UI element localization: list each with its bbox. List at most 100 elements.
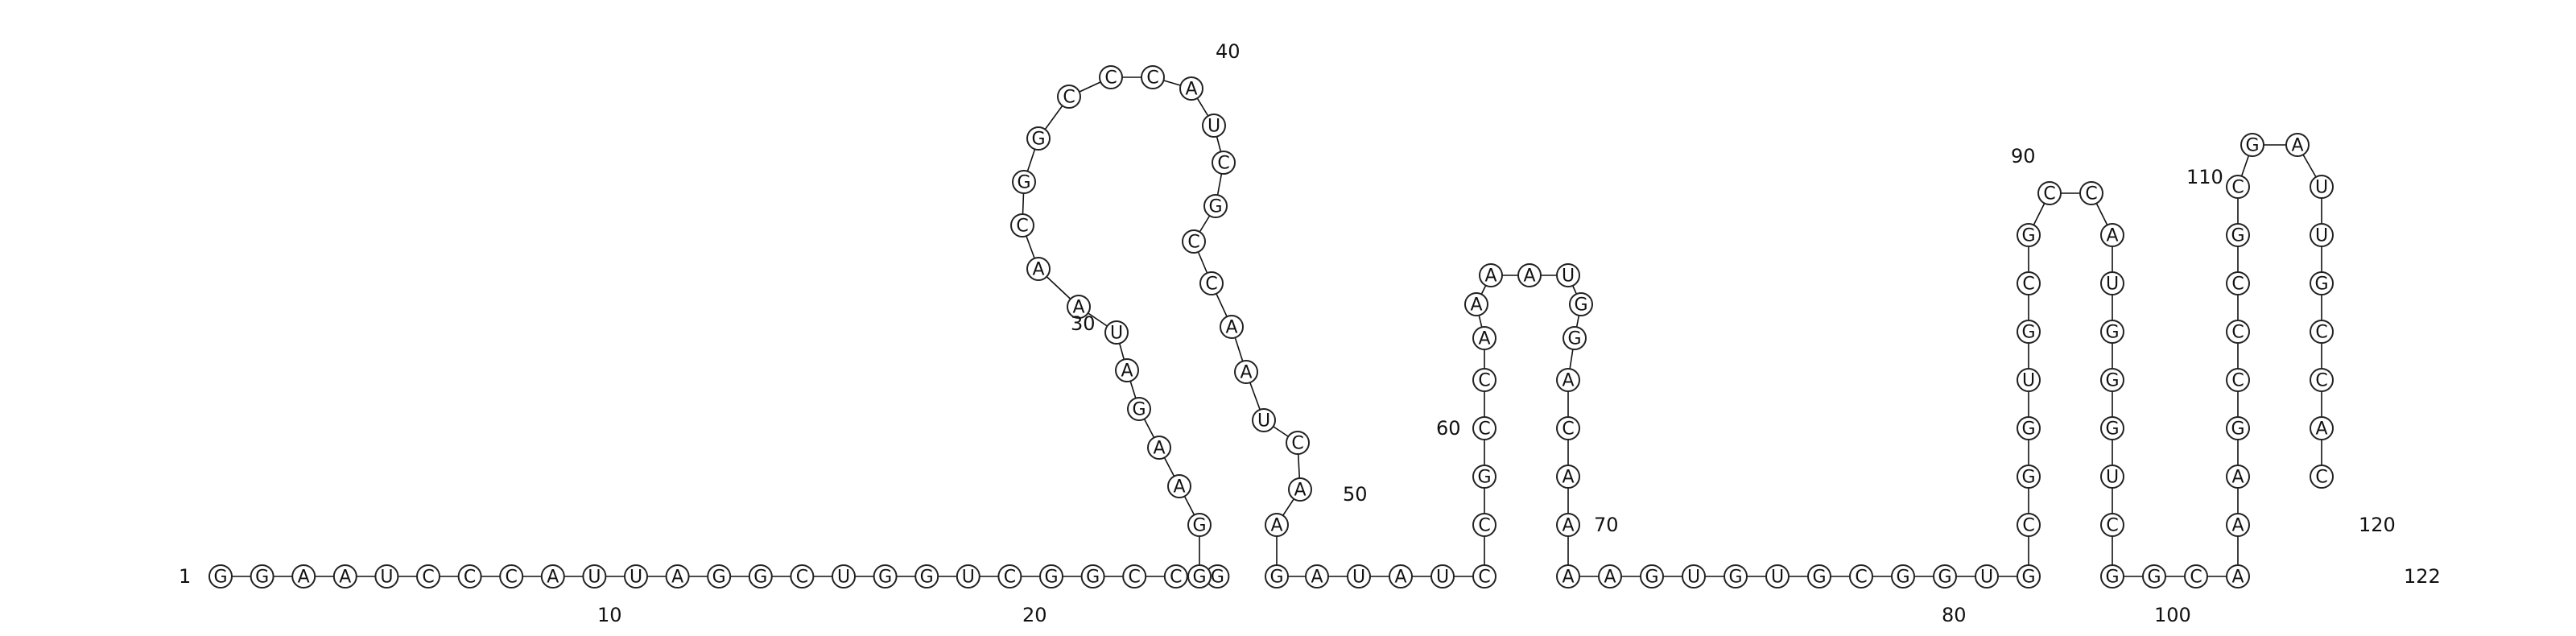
nucleotide-letter: U xyxy=(2022,371,2035,391)
nucleotide: G xyxy=(914,564,939,589)
nucleotide-letter: A xyxy=(2106,226,2118,246)
nucleotide-circle xyxy=(2017,416,2041,440)
nucleotide-circle xyxy=(665,564,690,589)
nucleotide-circle xyxy=(250,564,275,589)
nucleotide-letter: A xyxy=(1032,260,1044,280)
nucleotide: C xyxy=(1122,564,1147,589)
nucleotide: A xyxy=(1556,368,1580,392)
nucleotide: C xyxy=(1199,271,1224,295)
nucleotide: A xyxy=(1464,292,1488,316)
position-label: 122 xyxy=(2404,565,2441,588)
nucleotide: U xyxy=(2100,271,2124,295)
nucleotide: A xyxy=(2226,513,2250,537)
nucleotide-letter: G xyxy=(2314,275,2328,295)
nucleotide-letter: G xyxy=(920,568,934,588)
position-label: 70 xyxy=(1594,514,1619,536)
nucleotide-circle xyxy=(1187,564,1212,589)
nucleotide-circle xyxy=(2100,271,2124,295)
nucleotide-circle xyxy=(1556,368,1580,392)
nucleotide-letter: A xyxy=(1562,468,1574,488)
nucleotide: G xyxy=(1472,465,1496,489)
nucleotide-letter: A xyxy=(1270,516,1282,536)
nucleotide: C xyxy=(1286,431,1310,455)
nucleotide-circle xyxy=(2226,223,2250,247)
nucleotide-circle xyxy=(1026,126,1051,151)
nucleotide: C xyxy=(499,564,524,589)
nucleotide-letter: G xyxy=(1567,329,1581,349)
nucleotide-circle xyxy=(1563,326,1587,350)
nucleotide: G xyxy=(2100,368,2124,392)
nucleotide-letter: G xyxy=(878,568,892,588)
nucleotide-letter: A xyxy=(1562,371,1574,391)
nucleotide-circle xyxy=(748,564,773,589)
nucleotide-circle xyxy=(1104,320,1129,345)
nucleotide: A xyxy=(332,564,357,589)
nucleotide: C xyxy=(2310,368,2334,392)
nucleotide-circle xyxy=(1147,436,1171,460)
nucleotide-letter: U xyxy=(1436,568,1449,588)
nucleotide-letter: C xyxy=(1004,568,1016,588)
nucleotide: C xyxy=(1099,65,1123,89)
nucleotide-circle xyxy=(956,564,980,589)
nucleotide: G xyxy=(1039,564,1063,589)
nucleotide-letter: C xyxy=(2106,516,2118,536)
nucleotide: G xyxy=(1127,397,1151,421)
nucleotide: C xyxy=(2310,465,2334,489)
nucleotide: U xyxy=(1202,114,1226,138)
nucleotide-circle xyxy=(2310,320,2334,344)
nucleotide-letter: C xyxy=(2315,468,2327,488)
nucleotide: G xyxy=(2226,416,2250,440)
nucleotide-circle xyxy=(2226,465,2250,489)
nucleotide-circle xyxy=(1252,408,1276,432)
nucleotide-circle xyxy=(1265,513,1289,537)
nucleotide-circle xyxy=(997,564,1022,589)
position-label: 30 xyxy=(1071,312,1096,335)
nucleotide: U xyxy=(1765,564,1790,589)
nucleotide: A xyxy=(665,564,690,589)
nucleotide: A xyxy=(2226,564,2250,589)
nucleotide: U xyxy=(1252,408,1276,432)
nucleotide-circle xyxy=(2017,223,2041,247)
nucleotide-letter: C xyxy=(1562,419,1574,440)
nucleotide-letter: A xyxy=(1294,481,1306,501)
nucleotide: A xyxy=(1598,564,1622,589)
position-label: 110 xyxy=(2186,166,2223,188)
nucleotide-letter: G xyxy=(2021,468,2035,488)
nucleotide-circle xyxy=(2310,223,2334,247)
nucleotide-circle xyxy=(1472,564,1496,589)
nucleotide-circle xyxy=(582,564,607,589)
nucleotide-circle xyxy=(2017,564,2041,589)
nucleotide: C xyxy=(2226,271,2250,295)
nucleotide-letter: A xyxy=(1311,568,1323,588)
nucleotide-letter: A xyxy=(1562,568,1574,588)
nucleotide-letter: C xyxy=(1016,217,1028,237)
nucleotide-letter: C xyxy=(1205,275,1217,295)
nucleotide: A xyxy=(1479,263,1503,287)
nucleotide-letter: C xyxy=(422,568,434,588)
nucleotide-letter: G xyxy=(2021,226,2035,246)
nucleotide-circle xyxy=(2226,416,2250,440)
position-label: 80 xyxy=(1942,604,1967,626)
nucleotide-circle xyxy=(1167,474,1191,498)
nucleotide-letter: C xyxy=(2231,323,2244,343)
nucleotide: G xyxy=(2100,564,2124,589)
nucleotide-letter: A xyxy=(1394,568,1406,588)
nucleotide: A xyxy=(1389,564,1413,589)
nucleotide: C xyxy=(1472,513,1496,537)
nucleotide-letter: A xyxy=(2231,468,2244,488)
nucleotide-circle xyxy=(832,564,856,589)
nucleotide-letter: A xyxy=(1225,318,1237,338)
nucleotide-circle xyxy=(2100,320,2124,344)
nucleotide: C xyxy=(1212,151,1236,175)
nucleotide-circle xyxy=(1141,65,1165,89)
nucleotide-letter: U xyxy=(1771,568,1784,588)
nucleotide-letter: G xyxy=(1132,400,1146,420)
nucleotide-circle xyxy=(1203,194,1228,218)
nucleotide-circle xyxy=(208,564,233,589)
nucleotide-circle xyxy=(1464,292,1488,316)
nucleotide-letter: C xyxy=(2315,371,2327,391)
nucleotide-letter: A xyxy=(2315,419,2327,440)
nucleotide: G xyxy=(707,564,732,589)
nucleotide-letter: G xyxy=(2105,568,2119,588)
nucleotide-letter: A xyxy=(1072,298,1084,318)
